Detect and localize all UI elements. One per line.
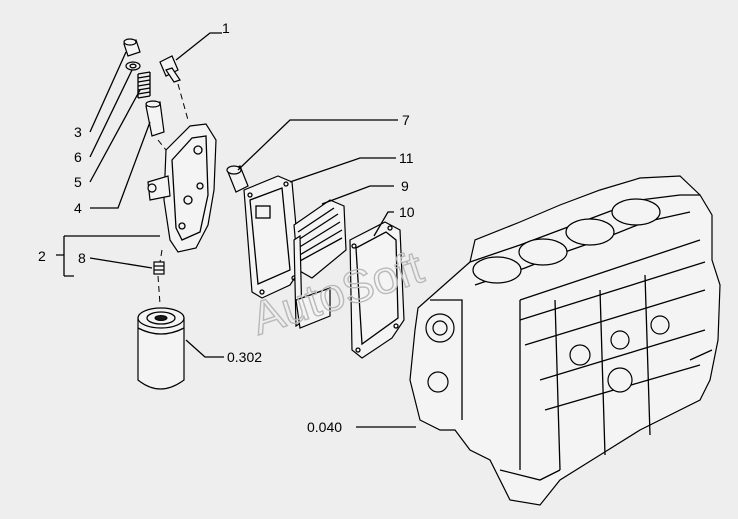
callout-labels: 1 2 3 4 5 6 7 8 9 10 11 0.302 0.040 bbox=[38, 20, 415, 435]
callout-3: 3 bbox=[74, 124, 82, 140]
callout-0040: 0.040 bbox=[307, 419, 342, 435]
cylinder-bore bbox=[518, 238, 568, 266]
callout-0302: 0.302 bbox=[227, 349, 262, 365]
callout-1: 1 bbox=[222, 20, 230, 36]
callout-9: 9 bbox=[401, 178, 409, 194]
callout-6: 6 bbox=[74, 149, 82, 165]
alignment-lines bbox=[157, 83, 189, 305]
callout-4: 4 bbox=[74, 200, 82, 216]
cylinder-bore bbox=[565, 218, 615, 246]
oil-filter-0302 bbox=[137, 307, 185, 390]
gasket-10 bbox=[349, 221, 405, 359]
callout-11: 11 bbox=[399, 150, 414, 166]
bolt-1 bbox=[159, 55, 181, 83]
cylinder-bore bbox=[472, 256, 522, 284]
engine-block bbox=[409, 175, 721, 506]
cylinder-bore bbox=[611, 198, 661, 226]
callout-8: 8 bbox=[78, 250, 86, 266]
spring-5 bbox=[137, 71, 151, 99]
plug-3 bbox=[123, 38, 141, 57]
leader-lines bbox=[56, 32, 416, 428]
callout-10: 10 bbox=[399, 204, 415, 220]
filter-head-2 bbox=[147, 123, 217, 253]
washer-6 bbox=[125, 61, 141, 71]
valve-4 bbox=[145, 100, 165, 137]
callout-5: 5 bbox=[74, 174, 82, 190]
plug-8 bbox=[153, 261, 165, 275]
callout-2: 2 bbox=[38, 248, 46, 264]
callout-7: 7 bbox=[402, 112, 410, 128]
sleeve-7 bbox=[226, 165, 249, 193]
oil-cooler-9 bbox=[293, 199, 347, 329]
